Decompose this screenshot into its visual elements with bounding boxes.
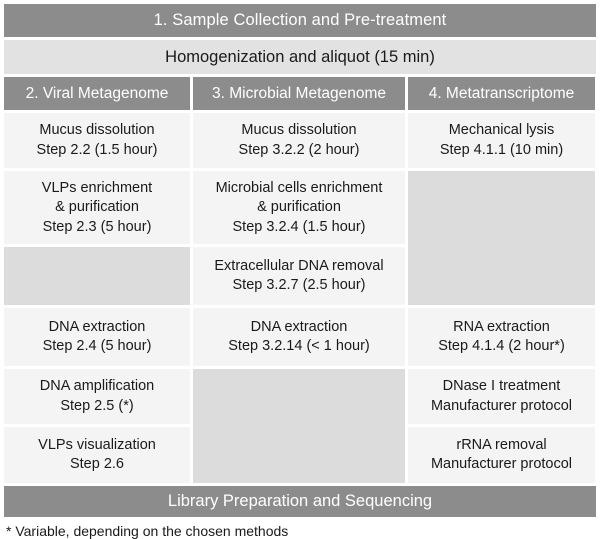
step-cell: Extracellular DNA removal Step 3.2.7 (2.… <box>193 247 405 306</box>
footnote: * Variable, depending on the chosen meth… <box>6 523 289 539</box>
column-header-viral-metagenome: 2. Viral Metagenome <box>4 76 190 111</box>
step-line: RNA extraction <box>453 318 550 335</box>
step-line: Step 2.6 <box>69 456 124 473</box>
step-line: rRNA removal <box>456 436 547 453</box>
step-line: Step 3.2.14 (< 1 hour) <box>228 338 370 355</box>
column-microbial-metagenome: Mucus dissolution Step 3.2.2 (2 hour) Mi… <box>193 113 405 484</box>
step-line: DNase I treatment <box>442 378 561 395</box>
step-cell: DNA extraction Step 3.2.14 (< 1 hour) <box>193 308 405 367</box>
step-line: VLPs visualization <box>38 436 156 453</box>
step-line: Step 2.3 (5 hour) <box>42 218 152 235</box>
step-line: Mucus dissolution <box>241 122 357 139</box>
step-line: Step 2.4 (5 hour) <box>42 338 152 355</box>
column-header-microbial-metagenome: 3. Microbial Metagenome <box>193 76 405 111</box>
empty-cell <box>4 247 190 306</box>
step-line: Mucus dissolution <box>39 122 155 139</box>
empty-cell <box>193 369 405 484</box>
step-line: Step 4.1.4 (2 hour*) <box>438 338 565 355</box>
step-line: Extracellular DNA removal <box>214 257 384 274</box>
step-cell: VLPs visualization Step 2.6 <box>4 427 190 484</box>
step-line: & purification <box>55 199 139 216</box>
column-viral-metagenome: Mucus dissolution Step 2.2 (1.5 hour) VL… <box>4 113 190 484</box>
step-line: Manufacturer protocol <box>430 456 573 473</box>
stage-title-bar: 1. Sample Collection and Pre-treatment <box>4 4 596 38</box>
step-line: DNA amplification <box>39 378 155 395</box>
step-cell: Microbial cells enrichment & purificatio… <box>193 171 405 245</box>
step-line: Step 3.2.7 (2.5 hour) <box>232 277 366 294</box>
step-cell: RNA extraction Step 4.1.4 (2 hour*) <box>408 308 595 367</box>
step-line: Step 4.1.1 (10 min) <box>439 141 564 158</box>
step-cell: DNA amplification Step 2.5 (*) <box>4 369 190 425</box>
step-cell: VLPs enrichment & purification Step 2.3 … <box>4 171 190 245</box>
step-cell: rRNA removal Manufacturer protocol <box>408 427 595 484</box>
column-metatranscriptome: Mechanical lysis Step 4.1.1 (10 min) RNA… <box>408 113 595 484</box>
step-line: Manufacturer protocol <box>430 397 573 414</box>
step-line: Step 3.2.2 (2 hour) <box>238 141 360 158</box>
step-cell: DNA extraction Step 2.4 (5 hour) <box>4 308 190 367</box>
step-line: Step 2.5 (*) <box>60 397 134 414</box>
library-preparation-bar: Library Preparation and Sequencing <box>4 486 596 518</box>
step-line: VLPs enrichment <box>41 179 153 196</box>
step-cell: DNase I treatment Manufacturer protocol <box>408 369 595 425</box>
step-line: Microbial cells enrichment <box>215 179 383 196</box>
column-header-metatranscriptome: 4. Metatranscriptome <box>408 76 595 111</box>
workflow-body: Mucus dissolution Step 2.2 (1.5 hour) VL… <box>4 113 596 484</box>
step-cell: Mechanical lysis Step 4.1.1 (10 min) <box>408 113 595 169</box>
column-header-row: 2. Viral Metagenome 3. Microbial Metagen… <box>4 76 596 111</box>
homogenization-bar: Homogenization and aliquot (15 min) <box>4 40 596 74</box>
step-line: DNA extraction <box>48 318 146 335</box>
step-line: & purification <box>257 199 341 216</box>
step-line: Step 3.2.4 (1.5 hour) <box>232 218 366 235</box>
empty-cell <box>408 171 595 306</box>
step-line: DNA extraction <box>250 318 348 335</box>
step-line: Step 2.2 (1.5 hour) <box>36 141 158 158</box>
step-cell: Mucus dissolution Step 2.2 (1.5 hour) <box>4 113 190 169</box>
step-cell: Mucus dissolution Step 3.2.2 (2 hour) <box>193 113 405 169</box>
step-line: Mechanical lysis <box>448 122 555 139</box>
